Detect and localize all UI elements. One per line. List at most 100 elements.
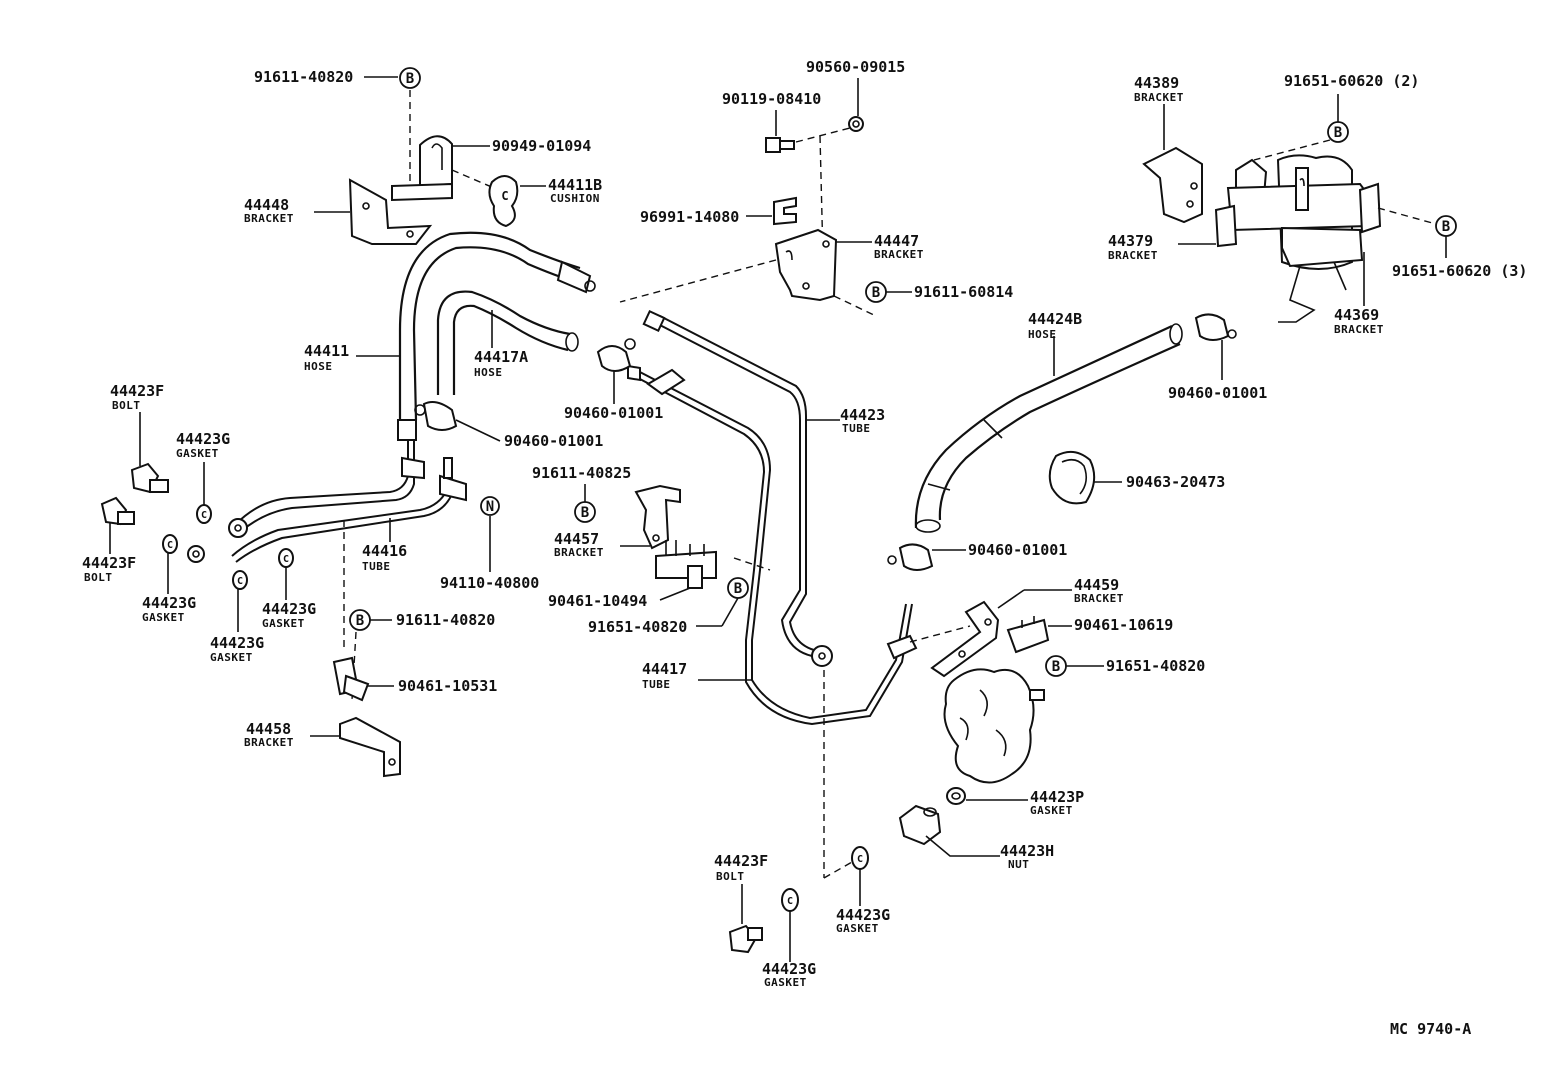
svg-text:B: B bbox=[1334, 125, 1342, 141]
part-44416: 44416 TUBE bbox=[187, 440, 467, 650]
label-91611-40825: 91611-40825 bbox=[532, 464, 631, 482]
part-44423P: 44423P GASKET bbox=[946, 787, 1084, 817]
part-90461-10619: 90461-10619 bbox=[1006, 616, 1173, 654]
part-44423G-f: C 44423G GASKET bbox=[762, 888, 816, 989]
label-44423G-b: 44423G bbox=[142, 594, 196, 612]
part-44417: 44417 TUBE bbox=[627, 364, 971, 879]
part-44423G-e: C 44423G GASKET bbox=[836, 846, 890, 935]
label-44417A: 44417A bbox=[474, 348, 528, 366]
part-91651-60620-2: 91651-60620 (2) B bbox=[1253, 72, 1419, 161]
label-44459: 44459 bbox=[1074, 576, 1119, 594]
part-91611-40820-mid: B 91611-40820 bbox=[349, 609, 495, 701]
part-44423G-b: C 44423G GASKET bbox=[142, 534, 196, 624]
part-44423F-a: 44423F BOLT bbox=[110, 382, 169, 494]
svg-text:C: C bbox=[501, 189, 508, 203]
label-90461-10494: 90461-10494 bbox=[548, 592, 647, 610]
label-44423F-c: 44423F bbox=[714, 852, 768, 870]
svg-text:C: C bbox=[201, 510, 207, 521]
label-44423P: 44423P bbox=[1030, 788, 1084, 806]
sublabel-44423F-a: BOLT bbox=[112, 399, 141, 412]
sublabel-44423G-a: GASKET bbox=[176, 447, 219, 460]
label-90460-01001-d: 90460-01001 bbox=[968, 541, 1067, 559]
label-44369: 44369 bbox=[1334, 306, 1379, 324]
part-44447: 44447 BRACKET bbox=[619, 228, 923, 317]
label-91651-40820-b: 91651-40820 bbox=[1106, 657, 1205, 675]
label-96991-14080: 96991-14080 bbox=[640, 208, 739, 226]
sublabel-44416: TUBE bbox=[362, 560, 391, 573]
part-91611-40820-top: 91611-40820 B bbox=[254, 67, 421, 190]
part-44369: 44369 BRACKET bbox=[1334, 252, 1384, 336]
svg-text:C: C bbox=[167, 540, 173, 551]
n-mark-icon bbox=[480, 496, 500, 516]
svg-text:B: B bbox=[1442, 219, 1450, 235]
sublabel-44423H: NUT bbox=[1008, 858, 1029, 871]
part-91611-60814: B 91611-60814 bbox=[865, 281, 1013, 303]
part-44459: 44459 BRACKET bbox=[930, 576, 1124, 678]
sublabel-44423F-c: BOLT bbox=[716, 870, 745, 883]
sublabel-44424B: HOSE bbox=[1028, 328, 1057, 341]
label-44417: 44417 bbox=[642, 660, 687, 678]
svg-text:B: B bbox=[872, 285, 880, 301]
label-90461-10619: 90461-10619 bbox=[1074, 616, 1173, 634]
part-44458: 44458 BRACKET bbox=[244, 716, 401, 778]
label-44411B: 44411B bbox=[548, 176, 602, 194]
label-90460-01001-b: 90460-01001 bbox=[564, 404, 663, 422]
svg-text:C: C bbox=[857, 854, 863, 865]
label-94110-40800: 94110-40800 bbox=[440, 574, 539, 592]
sublabel-44411B: CUSHION bbox=[550, 192, 600, 205]
part-44423G-a: C 44423G GASKET bbox=[176, 430, 230, 524]
svg-text:B: B bbox=[581, 505, 589, 521]
label-44423F-b: 44423F bbox=[82, 554, 136, 572]
part-44417A: 44417A HOSE bbox=[436, 290, 579, 395]
part-44424B: 44424B HOSE bbox=[914, 310, 1183, 533]
sublabel-44423P: GASKET bbox=[1030, 804, 1073, 817]
label-44423G-d: 44423G bbox=[262, 600, 316, 618]
part-44411: 44411 HOSE bbox=[304, 231, 596, 441]
sublabel-44379: BRACKET bbox=[1108, 249, 1158, 262]
sublabel-44423G-c: GASKET bbox=[210, 651, 253, 664]
part-44423G-c: C 44423G GASKET bbox=[210, 570, 264, 664]
label-44411: 44411 bbox=[304, 342, 349, 360]
part-44448: 44448 BRACKET bbox=[244, 178, 433, 245]
label-44458: 44458 bbox=[246, 720, 291, 738]
part-90460-01001-b: 90460-01001 bbox=[564, 338, 663, 422]
label-44379: 44379 bbox=[1108, 232, 1153, 250]
label-44416: 44416 bbox=[362, 542, 407, 560]
label-44423G-e: 44423G bbox=[836, 906, 890, 924]
sublabel-44423F-b: BOLT bbox=[84, 571, 113, 584]
part-91611-40825: 91611-40825 B bbox=[532, 464, 631, 523]
valve-body bbox=[943, 668, 1045, 784]
label-44423G-a: 44423G bbox=[176, 430, 230, 448]
label-90949-01094: 90949-01094 bbox=[492, 137, 591, 155]
svg-text:B: B bbox=[1052, 659, 1060, 675]
part-44423F-c: 44423F BOLT bbox=[714, 852, 768, 954]
sublabel-44459: BRACKET bbox=[1074, 592, 1124, 605]
sublabel-44389: BRACKET bbox=[1134, 91, 1184, 104]
part-96991-14080: 96991-14080 bbox=[640, 196, 797, 226]
part-90460-01001-a: 90460-01001 bbox=[414, 401, 603, 450]
label-91611-40820-mid: 91611-40820 bbox=[396, 611, 495, 629]
label-90119-08410: 90119-08410 bbox=[722, 90, 821, 108]
label-91651-60620-3: 91651-60620 (3) bbox=[1392, 262, 1527, 280]
part-91651-40820-b: B 91651-40820 bbox=[1045, 655, 1205, 677]
part-44423: 44423 TUBE bbox=[642, 309, 885, 667]
label-44448: 44448 bbox=[244, 196, 289, 214]
part-44423F-b: 44423F BOLT bbox=[82, 496, 136, 584]
part-91651-60620-3: B 91651-60620 (3) bbox=[1377, 207, 1527, 280]
diagram-code: MC 9740-A bbox=[1390, 1020, 1471, 1038]
svg-text:B: B bbox=[734, 581, 742, 597]
label-91651-40820-a: 91651-40820 bbox=[588, 618, 687, 636]
sublabel-44417: TUBE bbox=[642, 678, 671, 691]
label-90460-01001-c: 90460-01001 bbox=[1168, 384, 1267, 402]
sublabel-44411: HOSE bbox=[304, 360, 333, 373]
sublabel-44458: BRACKET bbox=[244, 736, 294, 749]
part-91651-40820-a: B 91651-40820 bbox=[588, 577, 749, 636]
b-mark-icon bbox=[574, 501, 596, 523]
sublabel-44423G-e: GASKET bbox=[836, 922, 879, 935]
part-90560-09015: 90560-09015 bbox=[806, 58, 905, 132]
part-90463-20473: 90463-20473 bbox=[1048, 450, 1225, 505]
sublabel-44423G-b: GASKET bbox=[142, 611, 185, 624]
svg-text:B: B bbox=[356, 613, 364, 629]
part-44457: 44457 BRACKET bbox=[554, 484, 681, 559]
sublabel-44369: BRACKET bbox=[1334, 323, 1384, 336]
